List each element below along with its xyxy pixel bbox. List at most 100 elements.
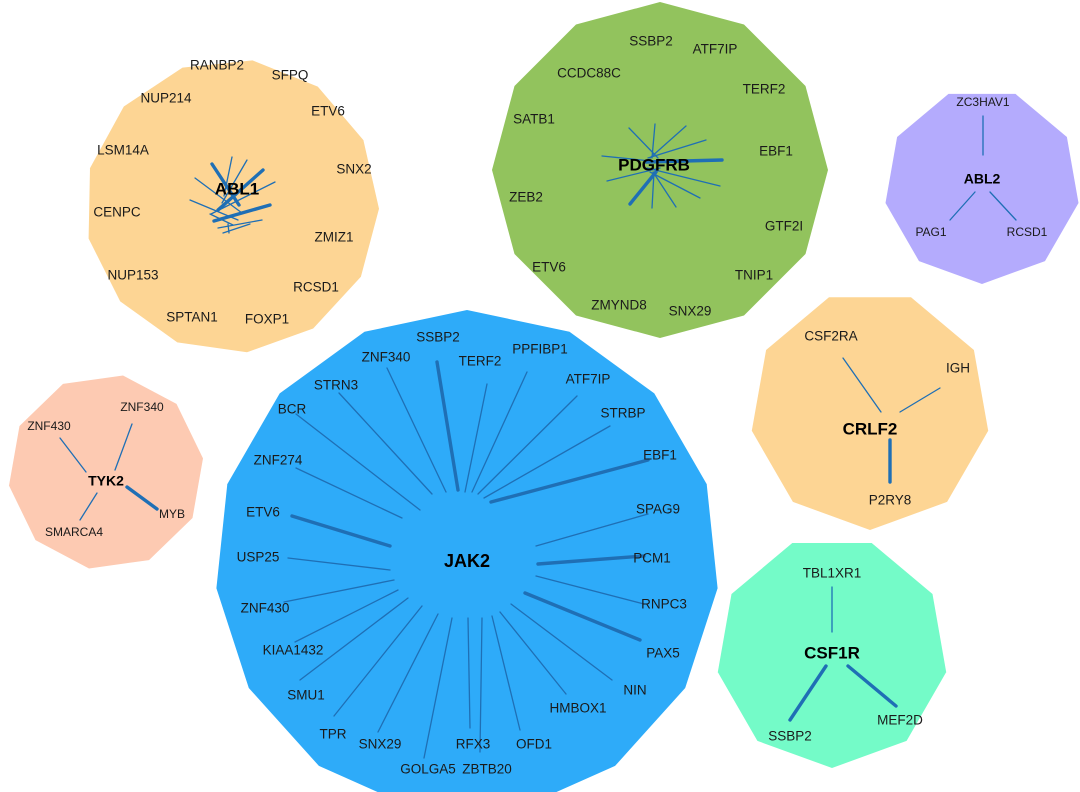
partner-label-csf1r-ssbp2: SSBP2	[768, 729, 812, 744]
edge-jak2-smu1	[299, 597, 409, 681]
edge-csf1r-ssbp2	[788, 664, 828, 722]
partner-label-pdgfrb-tnip1: TNIP1	[735, 268, 773, 283]
edge-jak2-etv6	[290, 514, 392, 548]
partner-label-pdgfrb-terf2: TERF2	[743, 82, 786, 97]
edge-jak2-bcr	[295, 413, 421, 511]
partner-label-abl1-lsm14a: LSM14A	[97, 143, 149, 158]
edge-pdgfrb-ccdc88c	[628, 127, 659, 159]
cluster-pdgfrb-background	[492, 2, 828, 338]
partner-label-jak2-pcm1: PCM1	[633, 551, 671, 566]
edge-crlf2-igh	[899, 387, 941, 413]
edge-jak2-znf340	[386, 367, 447, 493]
partner-label-abl1-sfpq: SFPQ	[272, 68, 309, 83]
partner-label-abl1-etv6: ETV6	[311, 104, 345, 119]
partner-label-pdgfrb-ccdc88c: CCDC88C	[557, 66, 621, 81]
partner-label-jak2-ofd1: OFD1	[516, 737, 552, 752]
partner-label-jak2-ssbp2: SSBP2	[416, 330, 460, 345]
edge-abl2-rcsd1	[989, 191, 1017, 221]
partner-label-csf1r-mef2d: MEF2D	[877, 713, 923, 728]
cluster-crlf2-background	[751, 297, 989, 530]
cluster-csf1r-background	[717, 543, 947, 768]
edge-jak2-spag9	[535, 513, 649, 547]
partner-label-abl1-sptan1: SPTAN1	[166, 310, 218, 325]
partner-label-jak2-smu1: SMU1	[287, 688, 325, 703]
partner-label-pdgfrb-ebf1: EBF1	[759, 144, 793, 159]
partner-label-abl1-snx2: SNX2	[336, 162, 371, 177]
hub-label-jak2: JAK2	[444, 551, 490, 571]
edge-tyk2-znf430	[59, 437, 87, 473]
partner-label-pdgfrb-ssbp2: SSBP2	[629, 34, 673, 49]
hub-label-abl2: ABL2	[964, 171, 1001, 187]
edge-jak2-rnpc3	[535, 575, 645, 605]
edge-jak2-snx29	[377, 613, 439, 733]
partner-label-crlf2-igh: IGH	[946, 361, 970, 376]
partner-label-pdgfrb-snx29: SNX29	[669, 304, 712, 319]
partner-label-pdgfrb-atf7ip: ATF7IP	[693, 42, 738, 57]
partner-label-jak2-ppfibp1: PPFIBP1	[512, 342, 568, 357]
edge-jak2-zbtb20	[479, 617, 483, 753]
edge-tyk2-znf340	[114, 423, 133, 471]
edge-jak2-strbp	[483, 425, 611, 499]
partner-label-jak2-terf2: TERF2	[459, 354, 502, 369]
edge-tyk2-smarca4	[79, 492, 98, 521]
partner-label-csf1r-tbl1xr1: TBL1XR1	[803, 566, 862, 581]
partner-label-jak2-rnpc3: RNPC3	[641, 597, 687, 612]
partner-label-jak2-pax5: PAX5	[646, 646, 680, 661]
edge-jak2-kiaa1432	[294, 589, 399, 643]
edge-abl2-pag1	[949, 191, 976, 221]
edge-pdgfrb-terf2	[647, 139, 707, 159]
partner-label-pdgfrb-zeb2: ZEB2	[509, 190, 543, 205]
partner-label-abl1-rcsd1: RCSD1	[293, 280, 339, 295]
edge-pdgfrb-zeb2	[606, 167, 661, 182]
partner-label-jak2-znf274: ZNF274	[254, 453, 303, 468]
edge-abl1-nup153	[209, 213, 234, 226]
partner-label-abl2-pag1: PAG1	[915, 225, 946, 239]
edge-jak2-rfx3	[467, 617, 471, 729]
cluster-tyk2-background	[9, 375, 203, 569]
partner-label-pdgfrb-zmynd8: ZMYND8	[591, 298, 647, 313]
partner-label-abl1-nup153: NUP153	[107, 268, 158, 283]
edge-abl1-etv6	[216, 168, 265, 212]
partner-label-abl1-ranbp2: RANBP2	[190, 58, 244, 73]
partner-label-tyk2-smarca4: SMARCA4	[45, 525, 103, 539]
edge-jak2-tpr	[333, 605, 423, 717]
partner-label-crlf2-csf2ra: CSF2RA	[804, 329, 857, 344]
partner-label-jak2-spag9: SPAG9	[636, 502, 680, 517]
partner-label-jak2-strbp: STRBP	[600, 406, 645, 421]
edge-jak2-znf274	[295, 467, 403, 519]
hub-label-tyk2: TYK2	[88, 473, 124, 489]
partner-label-jak2-golga5: GOLGA5	[400, 762, 456, 777]
edge-csf1r-mef2d	[846, 664, 898, 708]
partner-label-jak2-etv6: ETV6	[246, 505, 280, 520]
partner-label-jak2-strn3: STRN3	[314, 378, 358, 393]
edge-pdgfrb-tnip1	[649, 171, 701, 199]
partner-label-jak2-rfx3: RFX3	[456, 737, 491, 752]
partner-label-jak2-kiaa1432: KIAA1432	[263, 643, 324, 658]
edge-jak2-ppfibp1	[471, 371, 528, 493]
edge-jak2-golga5	[423, 617, 453, 759]
edge-pdgfrb-etv6	[628, 170, 658, 206]
cluster-jak2-background	[216, 310, 718, 792]
partner-label-jak2-atf7ip: ATF7IP	[566, 372, 611, 387]
partner-label-jak2-znf340: ZNF340	[362, 350, 411, 365]
edge-pdgfrb-snx29	[652, 171, 677, 208]
edge-jak2-hmbox1	[499, 611, 567, 695]
edge-pdgfrb-gtf2i	[646, 167, 721, 187]
partner-label-jak2-znf430: ZNF430	[241, 601, 290, 616]
edge-abl1-sptan1	[227, 223, 230, 234]
hub-label-pdgfrb: PDGFRB	[618, 155, 690, 174]
edge-abl1-foxp1	[222, 223, 251, 234]
partner-label-jak2-zbtb20: ZBTB20	[462, 762, 512, 777]
partner-label-jak2-snx29: SNX29	[359, 737, 402, 752]
partner-label-jak2-ebf1: EBF1	[643, 448, 677, 463]
hub-label-abl1: ABL1	[215, 179, 259, 198]
cluster-abl1: RANBP2SFPQETV6SNX2ZMIZ1RCSD1FOXP1SPTAN1N…	[88, 58, 379, 353]
edge-jak2-ofd1	[491, 615, 521, 731]
partner-label-jak2-hmbox1: HMBOX1	[549, 701, 606, 716]
